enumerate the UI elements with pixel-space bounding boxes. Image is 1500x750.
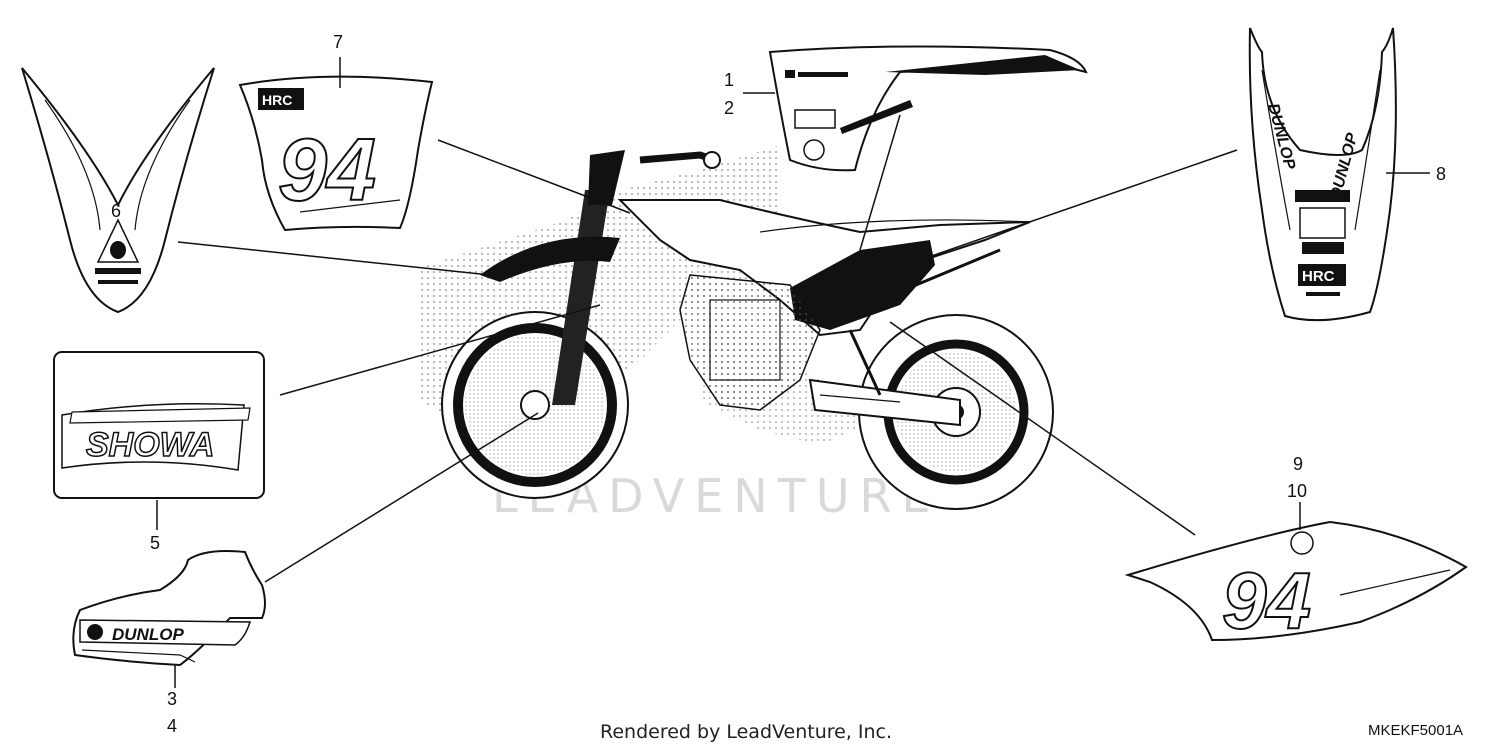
decal-shroud bbox=[768, 45, 1088, 172]
callout-6: 6 bbox=[111, 201, 121, 221]
leader-lines bbox=[156, 57, 1430, 688]
plate-number: 94 bbox=[278, 120, 376, 219]
callout-7: 7 bbox=[333, 32, 343, 52]
plate-hrc-logo: HRC bbox=[262, 92, 292, 108]
callout-2: 2 bbox=[724, 98, 734, 118]
callout-10: 10 bbox=[1287, 481, 1307, 501]
swingarm-dunlop-logo: DUNLOP bbox=[112, 625, 184, 644]
motorcycle-illustration bbox=[420, 145, 1054, 510]
decal-side-number: 94 bbox=[1124, 520, 1468, 646]
diagram-code: MKEKF5001A bbox=[1368, 722, 1463, 739]
decal-fork-showa: SHOWA bbox=[53, 351, 265, 499]
fork-showa-logo: SHOWA bbox=[86, 426, 214, 464]
fender-hrc-logo: HRC bbox=[1302, 268, 1335, 285]
callout-5: 5 bbox=[150, 533, 160, 553]
callout-3: 3 bbox=[167, 689, 177, 709]
side-number: 94 bbox=[1222, 556, 1311, 645]
decal-front-fender bbox=[21, 67, 215, 314]
callout-4: 4 bbox=[167, 716, 177, 736]
decal-swingarm: DUNLOP bbox=[72, 550, 266, 667]
callout-9: 9 bbox=[1293, 454, 1303, 474]
callout-8: 8 bbox=[1436, 164, 1446, 184]
decal-number-plate: HRC 94 bbox=[238, 75, 434, 232]
callout-1: 1 bbox=[724, 70, 734, 90]
decal-rear-fender: DUNLOP DUNLOP HRC bbox=[1248, 27, 1397, 322]
rendered-by-credit: Rendered by LeadVenture, Inc. bbox=[600, 721, 892, 743]
